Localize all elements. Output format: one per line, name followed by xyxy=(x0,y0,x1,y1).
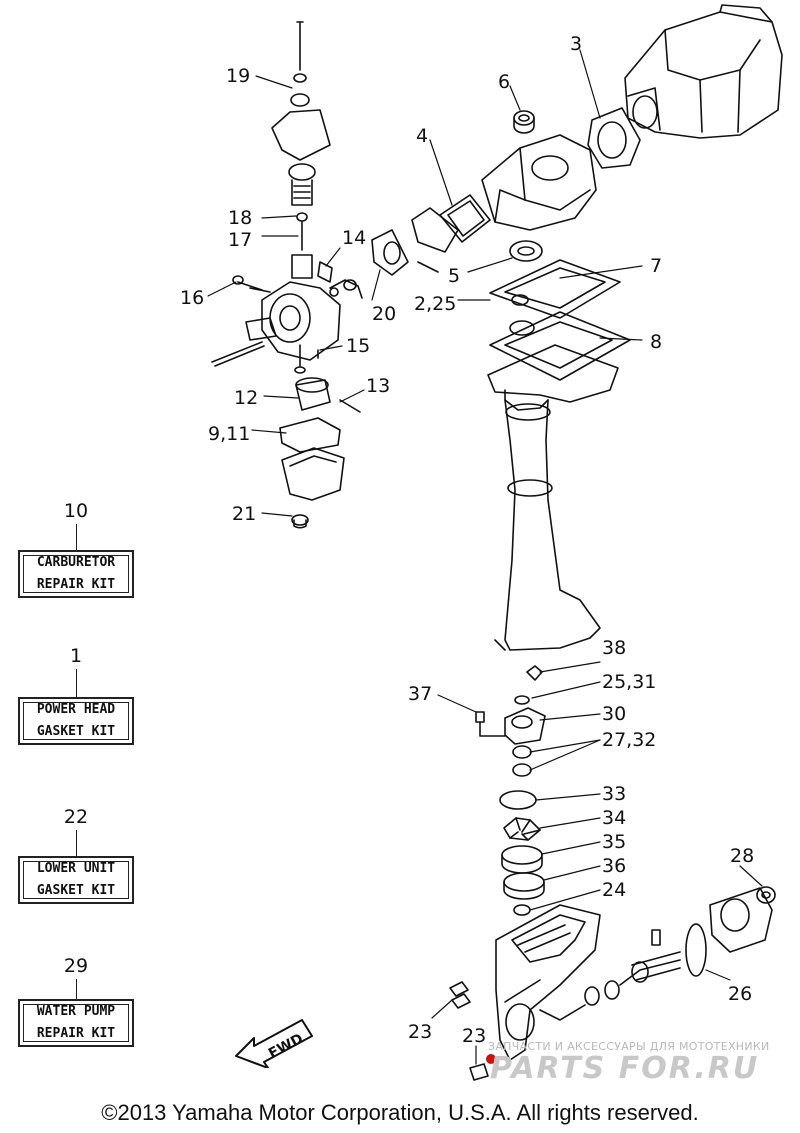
kit-line2: GASKET KIT xyxy=(36,724,116,739)
drain-screw-highlight xyxy=(486,1054,496,1064)
callout-9-11: 9,11 xyxy=(208,423,250,445)
callout-2-25: 2,25 xyxy=(414,293,456,315)
oil-seal-drawing xyxy=(513,110,535,134)
callout-30: 30 xyxy=(602,703,626,725)
callout-8: 8 xyxy=(650,331,662,353)
intake-manifold-drawing xyxy=(371,207,459,276)
kit-stem-lower-unit xyxy=(76,830,77,856)
callout-26: 26 xyxy=(728,983,752,1005)
callout-18: 18 xyxy=(228,207,252,229)
cylinder-gasket-drawing xyxy=(587,107,641,169)
kit-number-lower-unit: 22 xyxy=(63,806,89,828)
water-pump-drawing xyxy=(475,665,546,916)
kit-number-water-pump: 29 xyxy=(63,955,89,977)
watermark-logo: PARTS FOR.RU xyxy=(490,1051,759,1086)
callout-21: 21 xyxy=(232,503,256,525)
kit-line2: REPAIR KIT xyxy=(36,577,116,592)
copyright-notice: ©2013 Yamaha Motor Corporation, U.S.A. A… xyxy=(101,1100,699,1125)
callout-12: 12 xyxy=(234,387,258,409)
callout-13: 13 xyxy=(366,375,390,397)
kit-stem-carburetor xyxy=(76,524,77,550)
callout-35: 35 xyxy=(602,831,626,853)
kit-line2: REPAIR KIT xyxy=(36,1026,116,1041)
kit-line1: WATER PUMP xyxy=(36,1004,116,1019)
callout-labels: 19 6 3 4 18 17 14 5 7 2,25 16 20 8 15 12… xyxy=(180,33,754,1047)
watermark-tagline: ЗАПЧАСТИ И АКСЕССУАРЫ ДЛЯ МОТОТЕХНИКИ xyxy=(488,1040,770,1053)
callout-33: 33 xyxy=(602,783,626,805)
callout-19: 19 xyxy=(226,65,250,87)
callout-17: 17 xyxy=(228,229,252,251)
kit-line1: CARBURETOR xyxy=(36,555,116,570)
callout-7: 7 xyxy=(650,255,662,277)
leader-lines xyxy=(207,49,763,1065)
crankcase-drawing xyxy=(481,134,597,231)
callout-14: 14 xyxy=(342,227,366,249)
kit-line2: GASKET KIT xyxy=(36,883,116,898)
kit-number-power-head: 1 xyxy=(69,645,83,667)
lower-unit-gasket-kit-box: LOWER UNIT GASKET KIT xyxy=(18,856,134,904)
watermark-logo-text: PARTS FOR.RU xyxy=(490,1051,759,1086)
kit-stem-water-pump xyxy=(76,979,77,999)
callout-28: 28 xyxy=(730,845,754,867)
callout-3: 3 xyxy=(570,33,582,55)
kit-number-carburetor: 10 xyxy=(63,500,89,522)
callout-23-lower: 23 xyxy=(462,1025,486,1047)
callout-15: 15 xyxy=(346,335,370,357)
callout-24: 24 xyxy=(602,879,626,901)
callout-36: 36 xyxy=(602,855,626,877)
callout-38: 38 xyxy=(602,637,626,659)
carburetor-repair-kit-box: CARBURETOR REPAIR KIT xyxy=(18,550,134,598)
forward-direction-arrow-icon: FWD xyxy=(235,1019,313,1068)
power-head-gasket-kit-box: POWER HEAD GASKET KIT xyxy=(18,697,134,745)
callout-25-31: 25,31 xyxy=(602,671,656,693)
lower-unit-drawing xyxy=(449,886,776,1081)
callout-16: 16 xyxy=(180,287,204,309)
callout-6: 6 xyxy=(498,71,510,93)
callout-5: 5 xyxy=(448,265,460,287)
water-pump-repair-kit-box: WATER PUMP REPAIR KIT xyxy=(18,999,134,1047)
callout-4: 4 xyxy=(416,125,428,147)
carburetor-drawing xyxy=(211,21,363,529)
callout-27-32: 27,32 xyxy=(602,729,656,751)
callout-20: 20 xyxy=(372,303,396,325)
drive-shaft-housing-drawing xyxy=(487,344,619,651)
kit-stem-power-head xyxy=(76,669,77,697)
kit-line1: LOWER UNIT xyxy=(36,861,116,876)
reed-valve-gasket-drawing xyxy=(439,194,491,243)
cylinder-block-drawing xyxy=(624,4,783,139)
exhaust-gasket-drawing xyxy=(489,240,631,381)
callout-37: 37 xyxy=(408,683,432,705)
callout-23-upper: 23 xyxy=(408,1021,432,1043)
kit-line1: POWER HEAD xyxy=(36,702,116,717)
callout-34: 34 xyxy=(602,807,626,829)
